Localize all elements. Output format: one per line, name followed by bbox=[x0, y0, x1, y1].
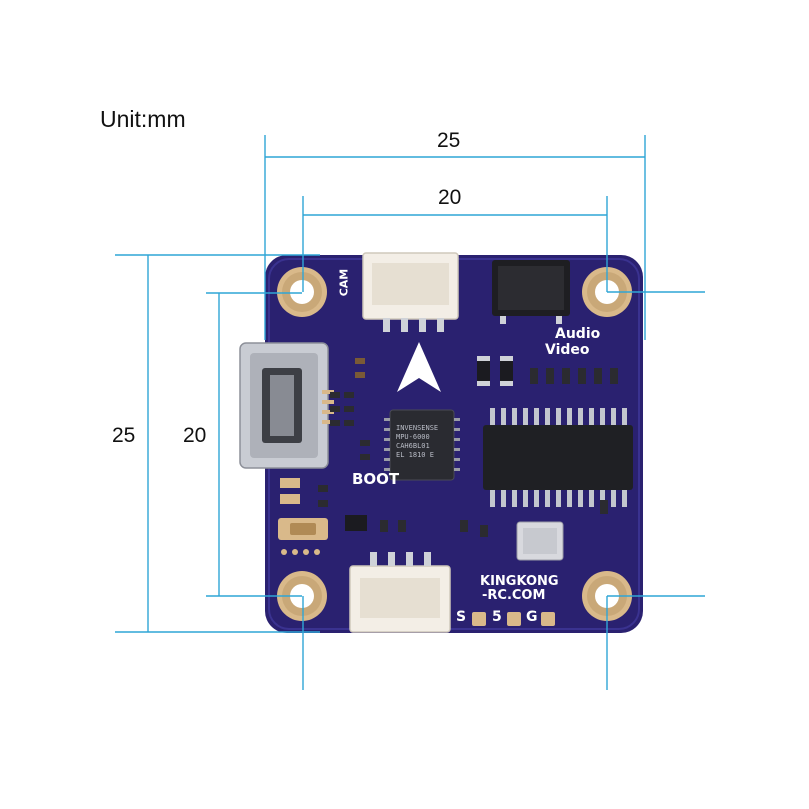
imu-chip-marking: INVENSENSE MPU-6000 CAH6BL01 EL 1810 E bbox=[396, 424, 438, 460]
imu-chip bbox=[389, 409, 455, 481]
imu-chip-line: CAH6BL01 bbox=[396, 442, 430, 450]
boot-button bbox=[278, 518, 328, 555]
silk-boot: BOOT bbox=[352, 470, 400, 488]
silk-pin-s: S bbox=[456, 609, 467, 625]
bottom-connector bbox=[349, 552, 451, 633]
silk-brand-line1: KINGKONG bbox=[480, 574, 559, 589]
arrow-logo bbox=[397, 342, 441, 392]
imu-chip-line: INVENSENSE bbox=[396, 424, 439, 432]
silk-video: Video bbox=[545, 342, 590, 358]
silk-cam: CAM bbox=[337, 268, 351, 297]
top-connector bbox=[362, 252, 459, 332]
silk-pin-g: G bbox=[526, 609, 538, 625]
dimension-lines bbox=[115, 135, 705, 690]
smd-components bbox=[280, 356, 618, 537]
silk-brand-line2: -RC.COM bbox=[482, 588, 546, 603]
signal-pads bbox=[472, 612, 555, 626]
imu-chip-line: EL 1810 E bbox=[396, 451, 434, 459]
silk-audio: Audio bbox=[555, 326, 601, 342]
silk-pin-5: 5 bbox=[492, 609, 502, 625]
dim-outer-width-label: 25 bbox=[437, 129, 461, 152]
unit-label: Unit:mm bbox=[100, 106, 186, 132]
dim-outer-height-label: 25 bbox=[112, 424, 136, 447]
osd-chip bbox=[483, 408, 633, 507]
mounting-hole-top-left bbox=[277, 267, 327, 317]
dim-hole-spacing-y-label: 20 bbox=[183, 424, 207, 447]
crystal bbox=[516, 521, 564, 561]
imu-chip-line: MPU-6000 bbox=[396, 433, 430, 441]
micro-usb-port bbox=[239, 342, 334, 469]
dim-hole-spacing-x-label: 20 bbox=[438, 186, 462, 209]
